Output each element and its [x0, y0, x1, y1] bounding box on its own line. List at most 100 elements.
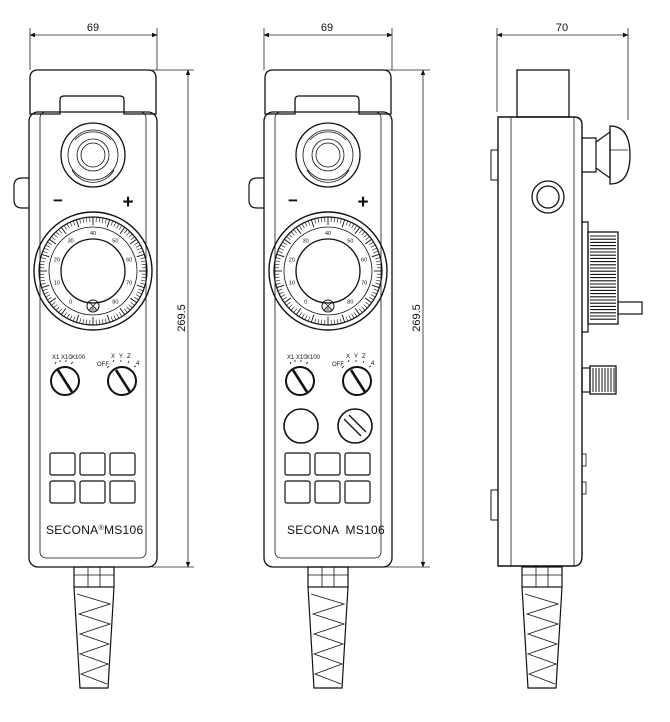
- cable-strain-relief: [521, 566, 563, 689]
- dial-tick: [75, 314, 80, 323]
- dial-tick: [317, 217, 320, 223]
- side-selector-knob[interactable]: [581, 365, 617, 395]
- dial-tick: [110, 316, 114, 322]
- dial-scale-label: 30: [303, 238, 309, 244]
- dimension-width-side: 70: [496, 22, 629, 120]
- cable-strain-relief: [73, 566, 115, 689]
- registered-mark: ®: [98, 524, 104, 532]
- dial-tick: [295, 227, 302, 235]
- key-button[interactable]: [109, 480, 136, 504]
- dial-tick: [116, 223, 120, 229]
- dial-tick: [314, 218, 317, 224]
- dial-tick: [336, 319, 339, 325]
- dial-tick: [110, 220, 114, 226]
- dial-tick: [140, 257, 146, 260]
- key-button[interactable]: [49, 480, 76, 504]
- dial-tick: [320, 319, 323, 325]
- dial-tick: [45, 294, 51, 298]
- dial-tick: [101, 217, 104, 223]
- round-button-left[interactable]: [283, 408, 319, 444]
- dial-tick: [288, 304, 293, 309]
- brand-name: SECONA®MS106: [46, 523, 144, 537]
- dial-tick: [284, 238, 292, 245]
- dial-tick: [354, 227, 361, 235]
- dial-scale-label: 30: [68, 238, 74, 244]
- key-button[interactable]: [344, 480, 371, 504]
- emergency-stop-button[interactable]: [60, 122, 126, 188]
- dial-tick: [119, 227, 126, 235]
- dial-tick: [45, 244, 51, 248]
- dial-tick: [41, 253, 50, 258]
- dial-tick: [339, 218, 342, 224]
- dial-tick: [124, 308, 128, 313]
- dial-tick: [98, 217, 101, 223]
- step-selector-label-x10: X10: [296, 355, 307, 361]
- minus-sign: −: [53, 191, 63, 210]
- axis-selector-knob[interactable]: [106, 359, 137, 396]
- dial-tick: [341, 314, 346, 323]
- side-button[interactable]: [531, 180, 565, 214]
- dial-scale-label: 60: [361, 257, 367, 263]
- emergency-stop-button[interactable]: [295, 122, 361, 188]
- dial-tick: [274, 263, 280, 266]
- key-button[interactable]: [79, 452, 106, 476]
- dial-tick: [134, 297, 139, 301]
- key-button[interactable]: [314, 480, 341, 504]
- dial-tick: [79, 318, 82, 324]
- dial-tick: [130, 302, 135, 306]
- key-button[interactable]: [79, 480, 106, 504]
- knurling: [592, 368, 615, 392]
- dial-tick: [371, 253, 380, 258]
- step-selector-knob[interactable]: [285, 360, 315, 396]
- dial-tick: [275, 257, 281, 260]
- dial-tick: [359, 229, 363, 234]
- dial-tick: [53, 233, 58, 238]
- dial-tick: [39, 260, 45, 263]
- dial-tick: [82, 319, 85, 325]
- key-button[interactable]: [49, 452, 76, 476]
- dial-tick: [141, 276, 147, 279]
- dial-tick: [307, 220, 311, 226]
- axis-selector-label-y: Y: [354, 354, 358, 360]
- key-button[interactable]: [109, 452, 136, 476]
- dial-tick: [40, 282, 46, 285]
- dial-tick: [363, 304, 368, 309]
- step-selector-label-x100: X100: [71, 355, 86, 361]
- key-switch-right[interactable]: [337, 408, 373, 444]
- dial-tick: [66, 223, 70, 229]
- axis-selector-label-z: Z: [127, 354, 131, 360]
- dial-tick: [136, 284, 145, 289]
- dial-tick: [286, 236, 291, 240]
- dial-tick: [98, 319, 101, 325]
- key-button[interactable]: [284, 480, 311, 504]
- key-button[interactable]: [314, 452, 341, 476]
- dial-tick: [276, 253, 285, 258]
- dial-tick: [290, 306, 295, 311]
- dial-tick: [42, 250, 48, 254]
- dial-tick: [39, 263, 45, 266]
- step-selector-knob[interactable]: [50, 360, 80, 396]
- dial-tick: [126, 231, 131, 236]
- key-button[interactable]: [344, 452, 371, 476]
- dial-tick: [58, 308, 62, 313]
- dial-tick: [361, 231, 366, 236]
- key-button[interactable]: [284, 452, 311, 476]
- dial-tick: [372, 291, 377, 295]
- dial-tick: [129, 297, 137, 304]
- axis-selector-knob[interactable]: [341, 359, 372, 396]
- dial-tick: [275, 282, 281, 285]
- dial-tick: [301, 223, 305, 229]
- emergency-stop-profile: [582, 125, 631, 185]
- dial-tick: [295, 307, 302, 315]
- dial-tick: [279, 247, 284, 251]
- keypad: [284, 452, 371, 504]
- dial-tick: [63, 225, 67, 230]
- axis-selector-label-off: OFF: [97, 362, 109, 368]
- axis-selector-label-off: OFF: [332, 362, 344, 368]
- dial-tick: [345, 316, 349, 322]
